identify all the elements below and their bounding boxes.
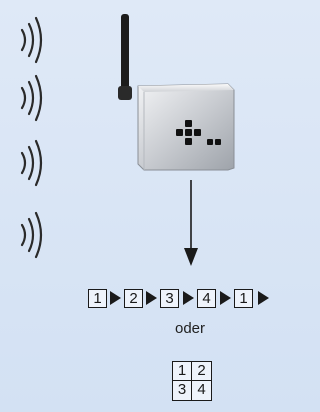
- radio-waves-icon: [20, 211, 43, 259]
- sequence-step-3: 3: [160, 289, 179, 308]
- radio-waves-icon: [20, 139, 43, 187]
- down-arrow-icon: [184, 180, 198, 266]
- sequence-step-5: 1: [234, 289, 253, 308]
- right-triangle-icon: [183, 291, 194, 305]
- grid-cell-4: 4: [197, 381, 206, 398]
- grid-cell-3: 3: [173, 381, 192, 400]
- right-triangle-icon: [146, 291, 157, 305]
- grid-cell-1: 1: [173, 362, 192, 381]
- right-triangle-icon: [258, 291, 269, 305]
- radio-waves-icon: [20, 16, 43, 64]
- quad-grid: 1 2 3 4: [172, 361, 212, 401]
- wireless-receiver-device: [118, 14, 235, 171]
- radio-waves-icon: [20, 74, 43, 122]
- sequence-step-2: 2: [124, 289, 143, 308]
- right-triangle-icon: [110, 291, 121, 305]
- separator-text: oder: [174, 320, 206, 337]
- sequence-step-4: 4: [197, 289, 216, 308]
- grid-cell-2: 2: [192, 362, 211, 381]
- right-triangle-icon: [220, 291, 231, 305]
- sequence-step-1: 1: [88, 289, 107, 308]
